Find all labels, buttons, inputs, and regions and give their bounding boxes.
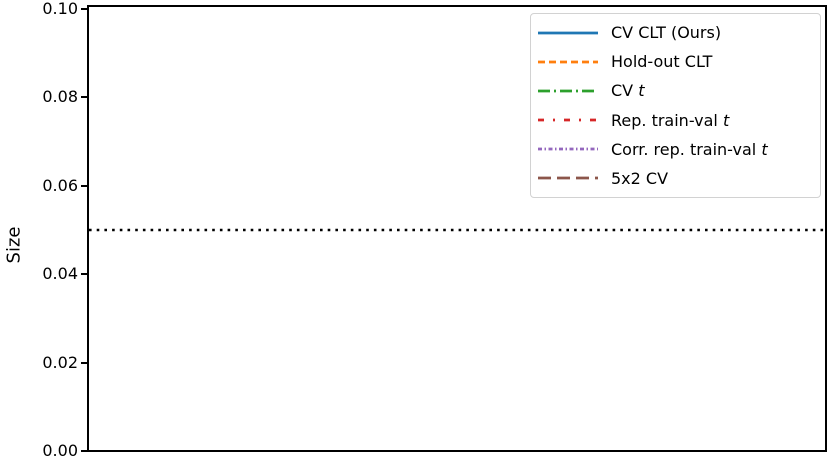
legend-entry: 5x2 CV	[538, 164, 814, 193]
legend-line-sample	[538, 89, 598, 93]
reference-line-dotted	[89, 228, 825, 232]
y-tick-mark	[81, 273, 87, 276]
legend-entry: CV CLT (Ours)	[538, 18, 814, 47]
legend-label-text: Corr. rep. train-val	[611, 139, 762, 159]
y-axis-label: Size	[3, 226, 25, 264]
legend-line-sample	[538, 118, 598, 122]
legend-label: CV t	[611, 81, 644, 100]
y-tick-label: 0.02	[42, 352, 78, 372]
legend-label: Rep. train-val t	[611, 111, 729, 130]
legend-label-text: CV	[611, 81, 639, 101]
y-tick-mark	[81, 184, 87, 187]
legend-label: Corr. rep. train-val t	[611, 140, 768, 159]
y-tick-label: 0.08	[42, 87, 78, 107]
y-tick-label: 0.10	[42, 0, 78, 18]
legend-entry: Corr. rep. train-val t	[538, 135, 814, 164]
legend-line-sample	[538, 147, 598, 151]
y-tick-mark	[81, 96, 87, 99]
y-tick-mark	[81, 450, 87, 452]
y-tick-label: 0.06	[42, 175, 78, 195]
y-tick-mark	[81, 8, 87, 10]
legend-entry: CV t	[538, 76, 814, 105]
legend-entry: Rep. train-val t	[538, 106, 814, 135]
legend-label: Hold-out CLT	[611, 52, 712, 71]
legend-label-math: t	[761, 139, 768, 159]
y-tick-mark	[81, 361, 87, 364]
legend-entry: Hold-out CLT	[538, 47, 814, 76]
legend-label-text: Rep. train-val	[611, 110, 723, 130]
legend-label-text: 5x2 CV	[611, 168, 669, 188]
legend-label-math: t	[638, 81, 645, 101]
legend-label: 5x2 CV	[611, 169, 668, 188]
legend-label-text: Hold-out CLT	[611, 52, 713, 72]
legend-line-sample	[538, 31, 598, 34]
legend-line-sample	[538, 176, 598, 180]
legend-line-sample	[538, 60, 598, 64]
y-tick-label: 0.04	[42, 264, 78, 284]
legend-label-text: CV CLT (Ours)	[611, 23, 722, 43]
y-tick-label: 0.00	[42, 441, 78, 460]
legend-label-math: t	[722, 110, 730, 130]
legend-label: CV CLT (Ours)	[611, 23, 721, 42]
